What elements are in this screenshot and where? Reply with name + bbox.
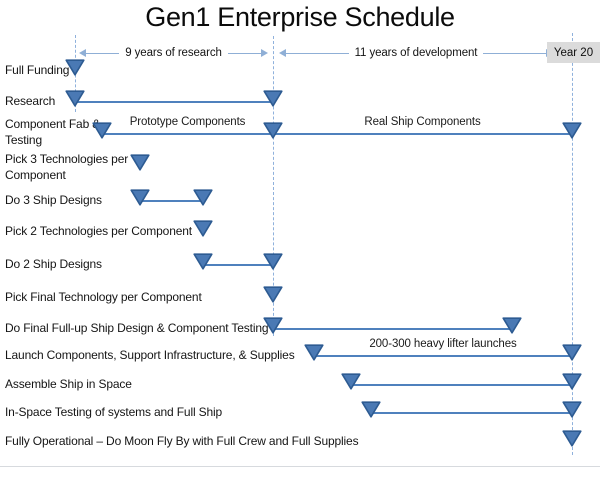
arrow-shaft bbox=[483, 52, 547, 54]
arrow-shaft bbox=[86, 52, 120, 54]
timeline-segment bbox=[273, 328, 512, 330]
research-span-arrow: 9 years of research bbox=[79, 47, 269, 59]
arrow-left-icon bbox=[279, 49, 286, 57]
milestone-triangle-icon bbox=[562, 344, 582, 361]
row-label: Fully Operational – Do Moon Fly By with … bbox=[5, 434, 359, 448]
segment-note: Prototype Components bbox=[129, 116, 246, 128]
milestone-triangle-icon bbox=[130, 189, 150, 206]
row-label: Full Funding bbox=[5, 63, 70, 77]
milestone-triangle-icon bbox=[341, 373, 361, 390]
arrow-shaft bbox=[286, 52, 349, 54]
milestone-triangle-icon bbox=[562, 122, 582, 139]
milestone-triangle-icon bbox=[263, 90, 283, 107]
milestone-triangle-icon bbox=[263, 122, 283, 139]
milestone-triangle-icon bbox=[263, 253, 283, 270]
timeline-segment bbox=[351, 384, 572, 386]
dashed-guide-line bbox=[572, 33, 573, 455]
timeline-segment bbox=[273, 133, 572, 135]
segment-note: 200-300 heavy lifter launches bbox=[369, 338, 517, 350]
row-label: Component Fab & Testing bbox=[5, 117, 101, 147]
timeline-segment bbox=[203, 264, 273, 266]
milestone-triangle-icon bbox=[502, 317, 522, 334]
row-label: Do 2 Ship Designs bbox=[5, 257, 102, 271]
milestone-triangle-icon bbox=[92, 122, 112, 139]
dashed-guide-line bbox=[273, 36, 274, 336]
arrow-shaft bbox=[227, 52, 262, 54]
milestone-triangle-icon bbox=[193, 220, 213, 237]
milestone-triangle-icon bbox=[562, 430, 582, 447]
timeline-segment bbox=[102, 133, 273, 135]
milestone-triangle-icon bbox=[193, 253, 213, 270]
row-label: Research bbox=[5, 94, 56, 108]
milestone-triangle-icon bbox=[65, 90, 85, 107]
slide-title: Gen1 Enterprise Schedule bbox=[145, 2, 455, 32]
development-span-arrow: 11 years of development bbox=[279, 47, 554, 59]
milestone-triangle-icon bbox=[562, 373, 582, 390]
arrow-right-icon bbox=[261, 49, 269, 57]
row-label: Do Final Full-up Ship Design & Component… bbox=[5, 321, 269, 335]
milestone-triangle-icon bbox=[304, 344, 324, 361]
row-label: Assemble Ship in Space bbox=[5, 377, 132, 391]
milestone-triangle-icon bbox=[130, 154, 150, 171]
row-label: In-Space Testing of systems and Full Shi… bbox=[5, 405, 223, 419]
milestone-triangle-icon bbox=[361, 401, 381, 418]
timeline-segment bbox=[75, 101, 273, 103]
year-20-badge: Year 20 bbox=[547, 42, 600, 63]
milestone-triangle-icon bbox=[193, 189, 213, 206]
row-label: Pick 2 Technologies per Component bbox=[5, 224, 192, 238]
timeline-segment bbox=[314, 355, 572, 357]
row-label: Pick Final Technology per Component bbox=[5, 290, 202, 304]
development-span-label: 11 years of development bbox=[354, 47, 478, 59]
milestone-triangle-icon bbox=[65, 59, 85, 76]
arrow-left-icon bbox=[79, 49, 86, 57]
milestone-triangle-icon bbox=[263, 286, 283, 303]
milestone-triangle-icon bbox=[562, 401, 582, 418]
timeline-segment bbox=[371, 412, 572, 414]
row-label: Launch Components, Support Infrastructur… bbox=[5, 348, 295, 362]
research-span-label: 9 years of research bbox=[125, 47, 222, 59]
milestone-triangle-icon bbox=[263, 317, 283, 334]
row-label: Do 3 Ship Designs bbox=[5, 193, 102, 207]
row-label: Pick 3 Technologies per Component bbox=[5, 152, 129, 182]
bottom-divider bbox=[0, 466, 600, 467]
timeline-segment bbox=[140, 200, 203, 202]
segment-note: Real Ship Components bbox=[364, 116, 481, 128]
